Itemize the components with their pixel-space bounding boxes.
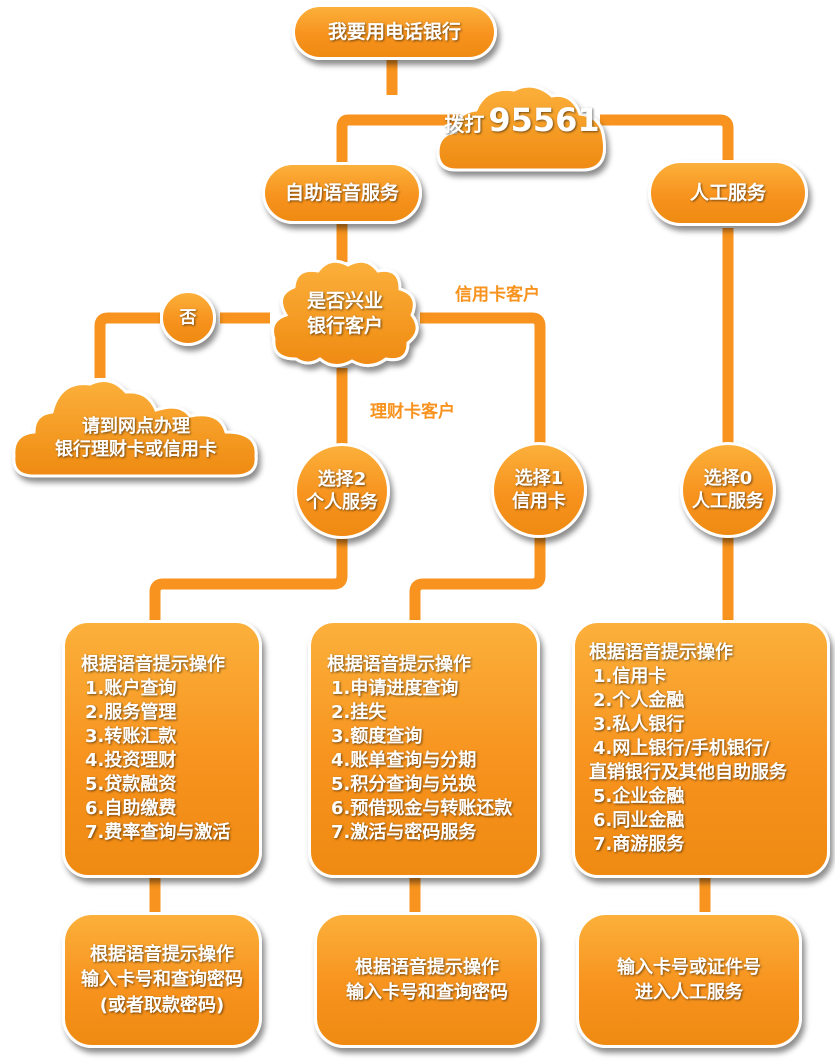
self-service-node: 自助语音服务 — [262, 162, 422, 224]
cloud-shape — [436, 84, 607, 172]
menu-title: 根据语音提示操作 — [81, 654, 225, 676]
choice-personal-line2: 个人服务 — [306, 492, 378, 513]
menu-item: 3.转账汇款 — [85, 726, 177, 748]
title-text: 我要用电话银行 — [327, 20, 461, 43]
final-line: 根据语音提示操作 — [355, 956, 499, 978]
title-node: 我要用电话银行 — [292, 4, 497, 60]
personal-final-step: 根据语音提示操作 输入卡号和查询密码 (或者取款密码) — [62, 912, 262, 1048]
edge-dial-manual — [600, 114, 734, 168]
menu-item: 直销银行及其他自助服务 — [589, 761, 787, 783]
final-line: 进入人工服务 — [635, 982, 743, 1003]
manual-service-menu: 根据语音提示操作 1.信用卡 2.个人金融 3.私人银行 4.网上银行/手机银行… — [572, 620, 830, 878]
dial-cloud: 拨打 95561 — [434, 78, 610, 176]
credit-card-menu: 根据语音提示操作 1.申请进度查询 2.挂失 3.额度查询 4.账单查询与分期 … — [308, 620, 540, 878]
manual-service-text: 人工服务 — [689, 181, 766, 204]
menu-item: 1.信用卡 — [593, 666, 667, 688]
apply-prompt-cloud: 请到网点办理 银行理财卡或信用卡 — [8, 372, 264, 484]
menu-item: 7.激活与密码服务 — [331, 821, 477, 843]
manual-service-node: 人工服务 — [648, 160, 808, 226]
apply-prompt-line2: 银行理财卡或信用卡 — [55, 439, 217, 460]
edge-dial-self — [336, 114, 470, 168]
menu-item: 6.同业金融 — [593, 809, 685, 831]
menu-item: 1.账户查询 — [85, 678, 177, 700]
menu-title: 根据语音提示操作 — [327, 654, 471, 676]
personal-service-menu: 根据语音提示操作 1.账户查询 2.服务管理 3.转账汇款 4.投资理财 5.贷… — [62, 620, 262, 878]
no-text: 否 — [179, 307, 197, 328]
menu-item: 2.服务管理 — [85, 702, 177, 724]
edge-choice1-menu2 — [409, 530, 546, 625]
choice-credit-card-line2: 信用卡 — [512, 491, 566, 512]
no-node: 否 — [160, 290, 216, 346]
choice-credit-card-line1: 选择1 — [514, 467, 564, 489]
menu-item: 4.账单查询与分期 — [331, 750, 477, 771]
cloud-shape — [12, 378, 258, 478]
menu-item: 4.网上银行/手机银行/ — [593, 738, 770, 760]
final-line: 输入卡号和查询密码 — [81, 969, 243, 991]
menu-item: 7.费率查询与激活 — [85, 821, 231, 843]
menu-item: 2.挂失 — [331, 702, 387, 724]
menu-item: 7.商游服务 — [593, 833, 685, 855]
apply-prompt-line1: 请到网点办理 — [82, 415, 190, 437]
choice-personal-line1: 选择2 — [317, 468, 367, 490]
menu-item: 3.额度查询 — [331, 726, 423, 748]
final-line: 输入卡号或证件号 — [617, 956, 761, 978]
menu-item: 5.贷款融资 — [85, 773, 177, 795]
check-customer-line1: 是否兴业 — [306, 290, 383, 313]
menu-item: 5.企业金融 — [593, 785, 685, 807]
edge-no-apply — [94, 312, 160, 378]
dial-prefix: 拨打 — [444, 112, 485, 136]
final-line: (或者取款密码) — [99, 994, 225, 1016]
check-customer-cloud: 是否兴业 银行客户 — [266, 255, 424, 373]
edge-check-credit — [420, 312, 546, 448]
manual-final-step: 输入卡号或证件号 进入人工服务 — [576, 912, 802, 1048]
check-customer-line2: 银行客户 — [306, 315, 383, 337]
choice-personal-node: 选择2 个人服务 — [294, 443, 390, 539]
choice-credit-card-node: 选择1 信用卡 — [491, 442, 587, 538]
menu-item: 4.投资理财 — [85, 750, 177, 771]
wealth-card-customer-label: 理财卡客户 — [370, 402, 455, 422]
menu-item: 6.预借现金与转账还款 — [331, 797, 513, 819]
choice-manual-line1: 选择0 — [703, 467, 753, 489]
menu-item: 2.个人金融 — [593, 690, 685, 712]
final-line: 输入卡号和查询密码 — [346, 982, 508, 1003]
choice-manual-node: 选择0 人工服务 — [680, 442, 776, 538]
menu-item: 3.私人银行 — [593, 714, 685, 736]
menu-item: 5.积分查询与兑换 — [331, 773, 477, 795]
final-line: 根据语音提示操作 — [90, 944, 234, 966]
edge-choice2-menu1 — [149, 530, 348, 625]
self-service-text: 自助语音服务 — [284, 181, 399, 204]
dial-number: 95561 — [488, 101, 600, 139]
credit-card-final-step: 根据语音提示操作 输入卡号和查询密码 — [314, 912, 540, 1048]
menu-item: 1.申请进度查询 — [331, 678, 459, 700]
credit-card-customer-label: 信用卡客户 — [455, 285, 540, 305]
menu-title: 根据语音提示操作 — [589, 642, 733, 664]
cloud-shape — [271, 259, 419, 367]
menu-item: 6.自助缴费 — [85, 797, 177, 819]
choice-manual-line2: 人工服务 — [692, 491, 764, 512]
